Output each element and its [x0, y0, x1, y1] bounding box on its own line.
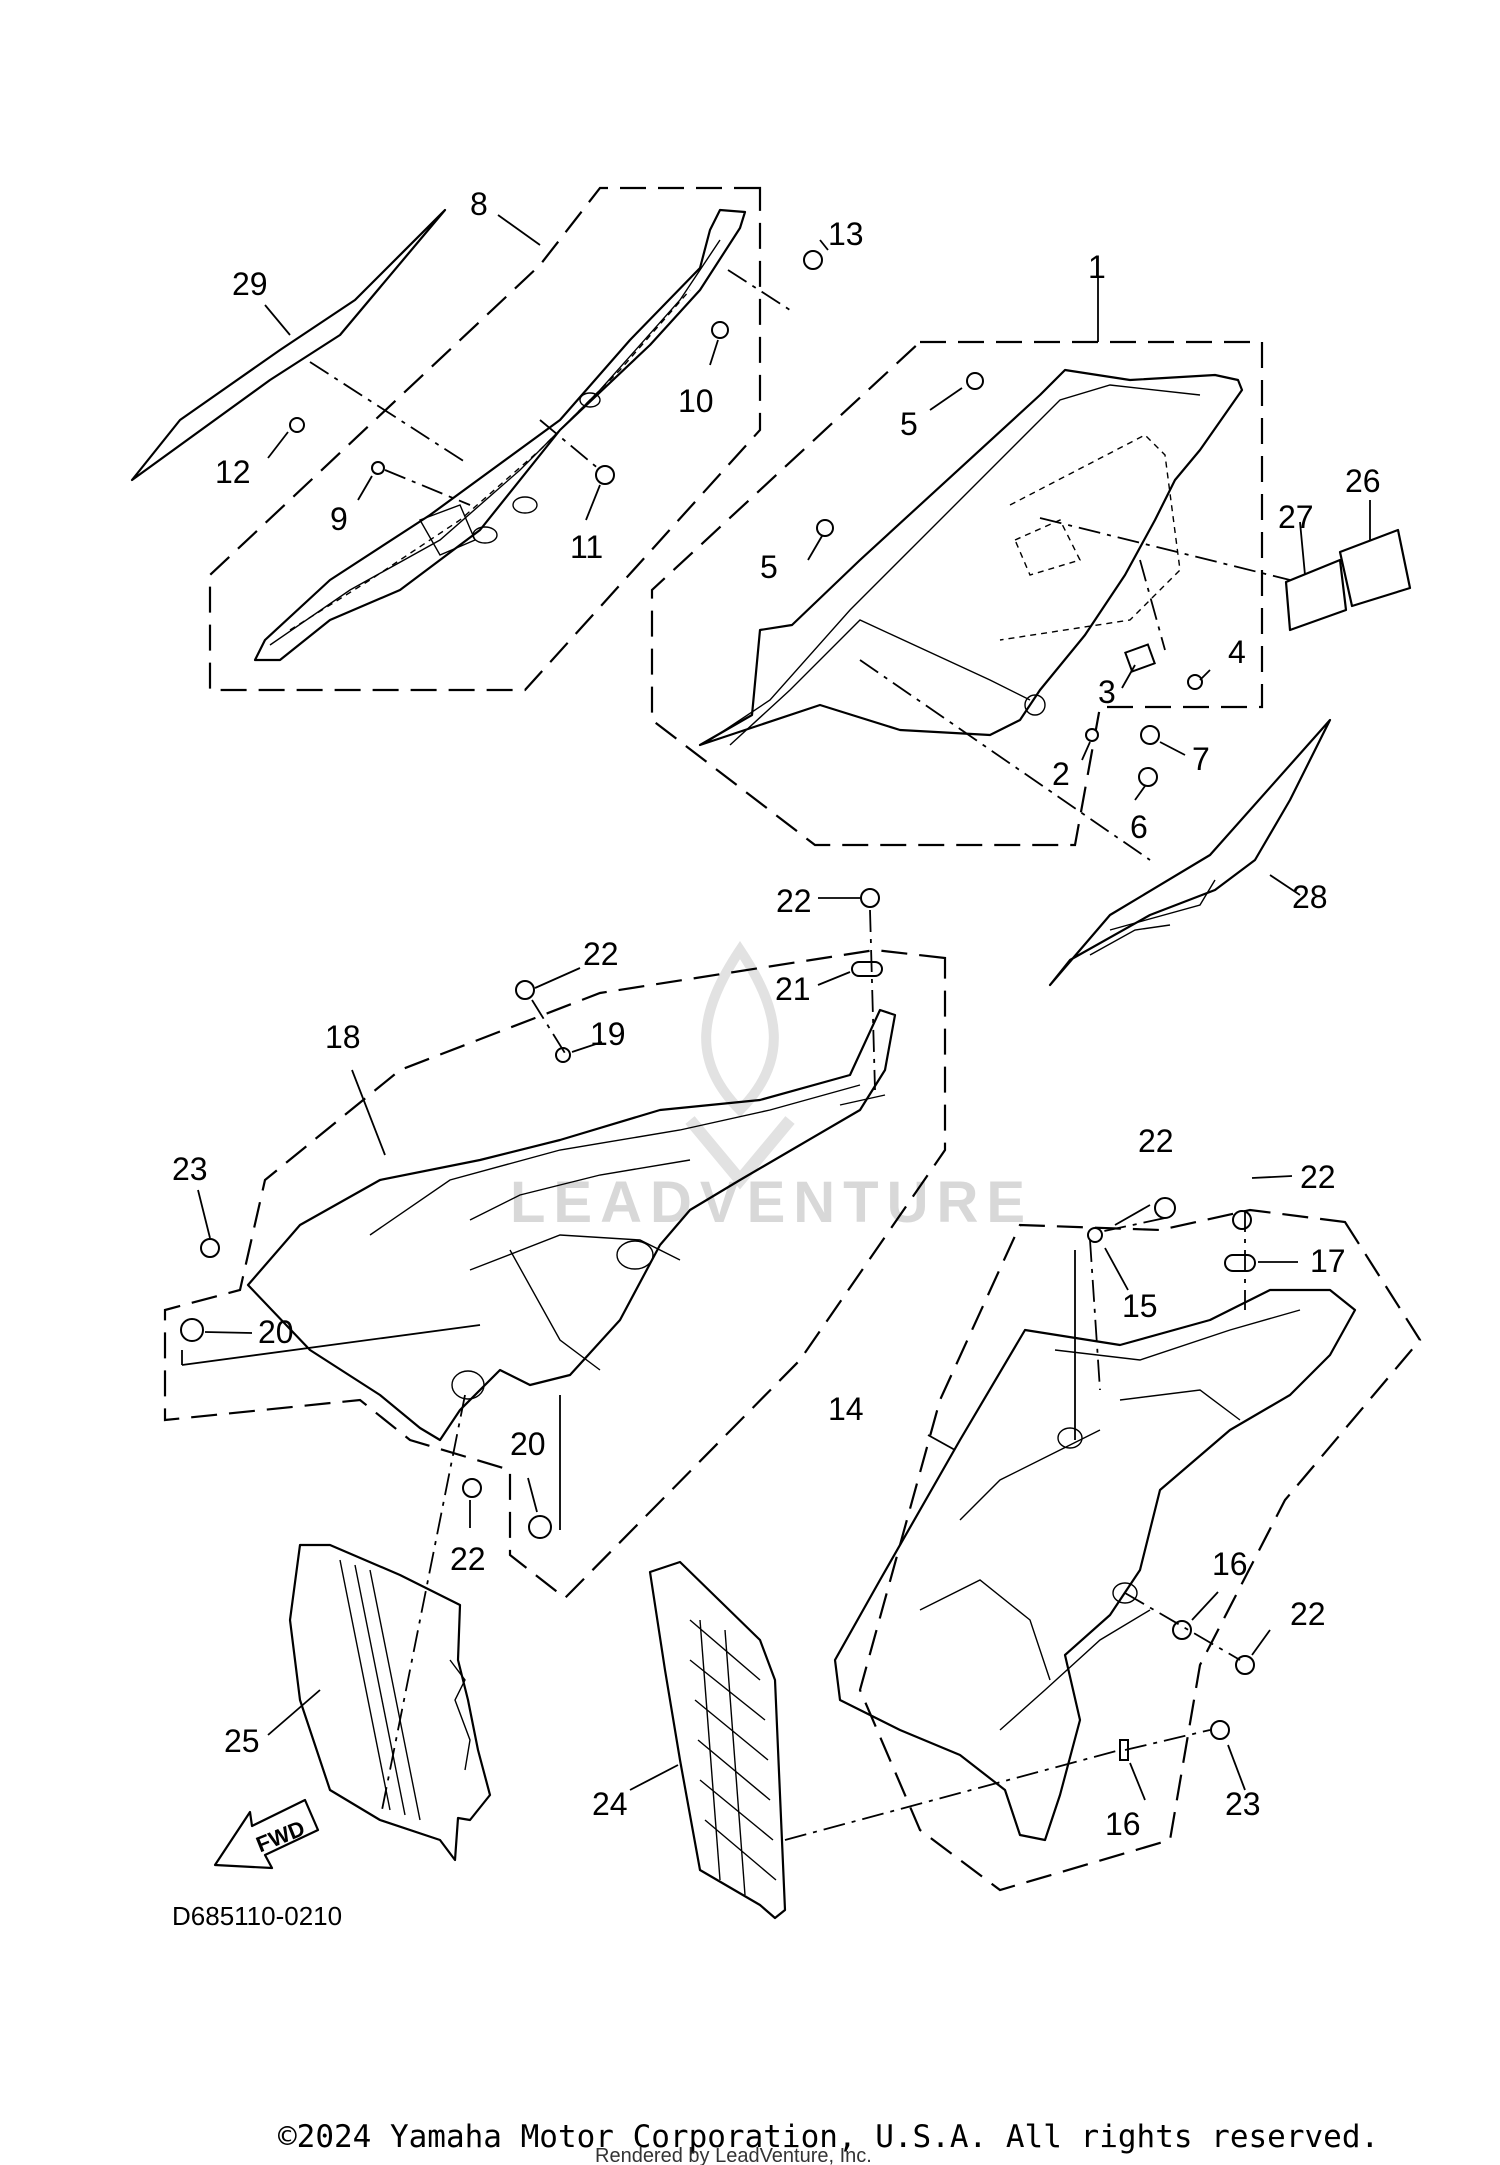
- callout-labels: 1 2 3 4 5 5 6 7 8 9 10 11 12 13 14 15 16…: [172, 186, 1381, 1842]
- callout-23b: 23: [1225, 1786, 1261, 1822]
- radiator-guard-24: [629, 1560, 1121, 1920]
- radiator-guard-left-part: [288, 1543, 492, 1862]
- callout-18: 18: [325, 1019, 361, 1055]
- callout-13: 13: [828, 216, 864, 252]
- decal-29: [130, 208, 447, 482]
- callout-8: 8: [470, 186, 488, 222]
- side-cover-group-outline: [650, 340, 1264, 847]
- callout-7: 7: [1192, 741, 1210, 777]
- graphic-28: [1048, 718, 1332, 987]
- callout-28: 28: [1292, 879, 1328, 915]
- right-shroud-part: [833, 1288, 1357, 1842]
- callout-22b: 22: [583, 936, 619, 972]
- callout-22f: 22: [1290, 1596, 1326, 1632]
- callout-9: 9: [330, 501, 348, 537]
- callout-5a: 5: [900, 406, 918, 442]
- callout-16b: 16: [1105, 1806, 1141, 1842]
- upper-cover-group-outline: [208, 186, 762, 692]
- callout-25: 25: [224, 1723, 260, 1759]
- callout-3: 3: [1098, 674, 1116, 710]
- callout-20b: 20: [510, 1426, 546, 1462]
- side-cover-part: [698, 368, 1244, 747]
- callout-22a: 22: [776, 883, 812, 919]
- callout-29: 29: [232, 266, 268, 302]
- watermark-text: LEADVENTURE: [510, 1170, 1033, 1235]
- callout-1: 1: [1088, 249, 1106, 285]
- callout-22d: 22: [1300, 1159, 1336, 1195]
- callout-22e: 22: [450, 1541, 486, 1577]
- decal-27: [1284, 558, 1348, 632]
- callout-19: 19: [590, 1016, 626, 1052]
- callout-27: 27: [1278, 499, 1314, 535]
- callout-15: 15: [1122, 1288, 1158, 1324]
- callout-5b: 5: [760, 549, 778, 585]
- upper-side-cover-part: [253, 208, 747, 662]
- copyright-notice: ©2024 Yamaha Motor Corporation, U.S.A. A…: [278, 2119, 1379, 2155]
- upper-side-cover-assembly: [130, 186, 829, 692]
- callout-24: 24: [592, 1786, 628, 1822]
- callout-6: 6: [1130, 809, 1148, 845]
- callout-20a: 20: [258, 1314, 294, 1350]
- callout-17: 17: [1310, 1243, 1346, 1279]
- callout-21: 21: [775, 971, 811, 1007]
- left-shroud-group-outline: [163, 948, 947, 1600]
- radiator-guard-right-part: [648, 1560, 787, 1920]
- rendered-by-notice: Rendered by LeadVenture, Inc.: [595, 2145, 872, 2165]
- left-shroud-part: [246, 1008, 897, 1442]
- callout-4: 4: [1228, 634, 1246, 670]
- side-cover-assembly: [650, 278, 1412, 987]
- watermark: LEADVENTURE: [510, 940, 1033, 1235]
- callout-26: 26: [1345, 463, 1381, 499]
- drawing-code: D685110-0210: [172, 1901, 342, 1931]
- left-shroud-assembly: [163, 888, 947, 1600]
- callout-11: 11: [570, 529, 603, 565]
- callout-14: 14: [828, 1391, 864, 1427]
- callout-2: 2: [1052, 756, 1070, 792]
- callout-12: 12: [215, 454, 251, 490]
- radiator-guard-25: [267, 1394, 492, 1862]
- decal-26: [1338, 528, 1412, 608]
- fwd-arrow: FWD: [213, 1798, 320, 1870]
- right-shroud-assembly: [833, 1175, 1422, 1892]
- callout-10: 10: [678, 383, 714, 419]
- right-shroud-group-outline: [858, 1208, 1422, 1892]
- callout-16a: 16: [1212, 1546, 1248, 1582]
- callout-22c: 22: [1138, 1123, 1174, 1159]
- callout-23a: 23: [172, 1151, 208, 1187]
